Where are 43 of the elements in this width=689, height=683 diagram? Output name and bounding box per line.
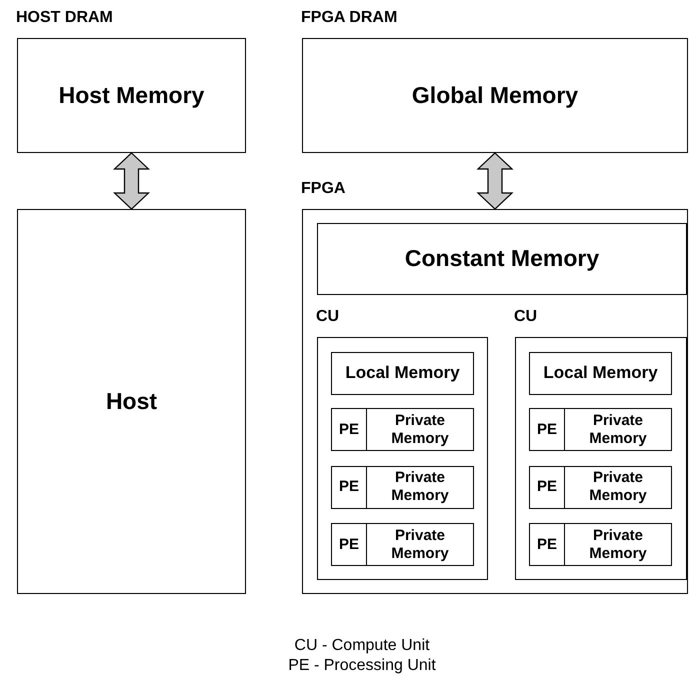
box-label: Private Memory bbox=[390, 526, 450, 562]
section-heading: FPGA bbox=[301, 180, 346, 198]
box-label: PE bbox=[338, 536, 359, 554]
box-label: Private Memory bbox=[390, 469, 450, 505]
processing-element-box bbox=[331, 466, 367, 508]
box-label: Private Memory bbox=[588, 412, 648, 448]
box-label: Local Memory bbox=[345, 363, 460, 384]
section-heading: CU bbox=[316, 308, 340, 326]
box-label: Constant Memory bbox=[404, 245, 600, 273]
host-box bbox=[17, 209, 246, 594]
box-label: PE bbox=[338, 478, 359, 496]
box-label: Local Memory bbox=[543, 363, 658, 384]
box-label: PE bbox=[536, 420, 557, 438]
box-label: Host Memory bbox=[58, 82, 204, 110]
legend-note: PE - Processing Unit bbox=[287, 657, 437, 675]
processing-element-box bbox=[331, 523, 367, 566]
memory-box bbox=[564, 466, 672, 508]
memory-box bbox=[366, 408, 474, 451]
box-label: PE bbox=[338, 420, 359, 438]
box-label: Global Memory bbox=[412, 82, 578, 110]
box-label: Host bbox=[106, 388, 158, 416]
memory-box bbox=[564, 408, 672, 451]
memory-box bbox=[366, 523, 474, 566]
memory-box bbox=[331, 352, 474, 395]
box-label: PE bbox=[536, 478, 557, 496]
section-heading: CU bbox=[514, 308, 538, 326]
double-arrow bbox=[476, 152, 514, 210]
box-label: Private Memory bbox=[390, 412, 450, 448]
box-label: Private Memory bbox=[588, 469, 648, 505]
memory-box bbox=[564, 523, 672, 566]
legend-note: CU - Compute Unit bbox=[293, 637, 431, 655]
processing-element-box bbox=[529, 466, 565, 508]
box-label: Private Memory bbox=[588, 526, 648, 562]
memory-box bbox=[529, 352, 672, 395]
double-arrow bbox=[112, 152, 150, 210]
processing-element-box bbox=[529, 408, 565, 451]
memory-box bbox=[366, 466, 474, 508]
section-heading: HOST DRAM bbox=[16, 9, 113, 27]
processing-element-box bbox=[331, 408, 367, 451]
box-label: PE bbox=[536, 536, 557, 554]
processing-element-box bbox=[529, 523, 565, 566]
memory-box bbox=[317, 223, 687, 295]
section-heading: FPGA DRAM bbox=[301, 9, 398, 27]
